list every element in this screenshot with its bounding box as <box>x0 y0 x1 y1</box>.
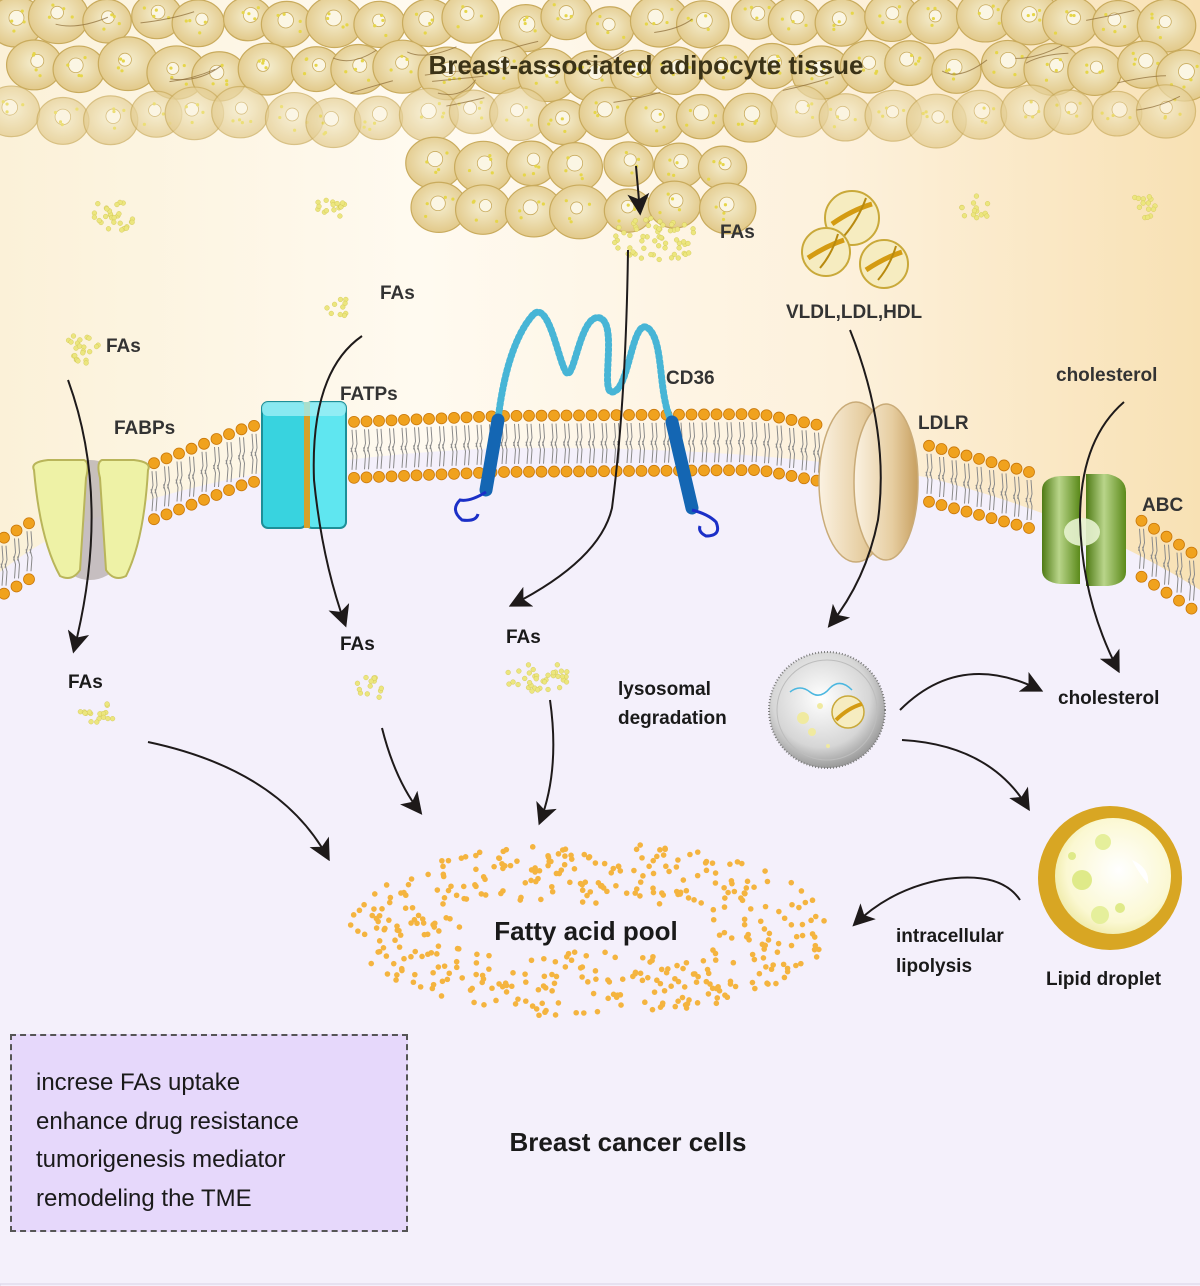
note-line: enhance drug resistance <box>36 1107 299 1135</box>
note-line: remodeling the TME <box>36 1184 252 1212</box>
arrow-fatps-in <box>312 335 363 628</box>
arrow-lyso-to-cholesterol <box>899 671 1044 711</box>
label-fatps: FATPs <box>340 384 398 405</box>
arrow-cd36-fa-to-pool <box>536 699 557 826</box>
adipocyte-tissue <box>0 0 1200 240</box>
label-fas-fatps: FAs <box>380 283 415 304</box>
label-intracellular: intracellular <box>896 926 1004 947</box>
arrow-fabps-fa-to-pool <box>147 741 330 862</box>
label-lipoproteins: VLDL,LDL,HDL <box>786 302 923 323</box>
lysosome <box>768 651 886 769</box>
arrow-lyso-to-droplet <box>901 739 1030 812</box>
label-abc: ABC <box>1142 495 1183 516</box>
label-fas-cell-1: FAs <box>68 672 103 693</box>
label-cholesterol-outside: cholesterol <box>1056 365 1157 386</box>
fatty-acid-pool-dots <box>347 842 827 1019</box>
label-ldlr: LDLR <box>918 413 969 434</box>
label-fas-cell-2: FAs <box>340 634 375 655</box>
arrow-abc-cholesterol <box>1078 401 1125 674</box>
label-lipid-droplet: Lipid droplet <box>1046 969 1162 990</box>
effects-note-box: increse FAs uptake enhance drug resistan… <box>10 1034 408 1232</box>
label-cholesterol-inside: cholesterol <box>1058 688 1159 709</box>
abc-transporter <box>1042 474 1126 586</box>
label-fabps: FABPs <box>114 418 175 439</box>
lipid-droplet <box>1038 806 1182 950</box>
arrow-adipocyte-down <box>627 165 650 216</box>
label-fatty-acid-pool: Fatty acid pool <box>494 916 677 946</box>
label-lysosomal: lysosomal <box>618 679 711 700</box>
note-line: increse FAs uptake <box>36 1069 241 1096</box>
label-fas-fabps: FAs <box>106 336 141 357</box>
label-breast-cancer-cells: Breast cancer cells <box>509 1127 746 1157</box>
arrow-cd36-in <box>508 249 629 607</box>
cd36-receptor <box>454 309 720 538</box>
arrow-fatps-fa-to-pool <box>381 727 423 815</box>
arrow-ldlr-in <box>827 329 882 628</box>
adipocyte-tissue-title: Breast-associated adipocyte tissue <box>429 50 864 80</box>
label-degradation: degradation <box>618 708 727 729</box>
arrow-droplet-to-pool <box>852 876 1021 927</box>
label-cd36: CD36 <box>666 368 715 389</box>
ldlr-receptor <box>818 401 919 563</box>
flow-arrows <box>67 165 1125 927</box>
label-lipolysis: lipolysis <box>896 956 972 977</box>
label-fas-top: FAs <box>720 222 755 243</box>
lipoprotein-particles <box>801 190 909 289</box>
label-fas-cell-3: FAs <box>506 627 541 648</box>
note-line: tumorigenesis mediator <box>36 1146 286 1173</box>
fatps-transporter <box>261 401 347 529</box>
fabps-transporter <box>32 459 150 580</box>
fatty-acid-clusters <box>65 193 1158 725</box>
arrow-fabps-in <box>67 379 93 654</box>
